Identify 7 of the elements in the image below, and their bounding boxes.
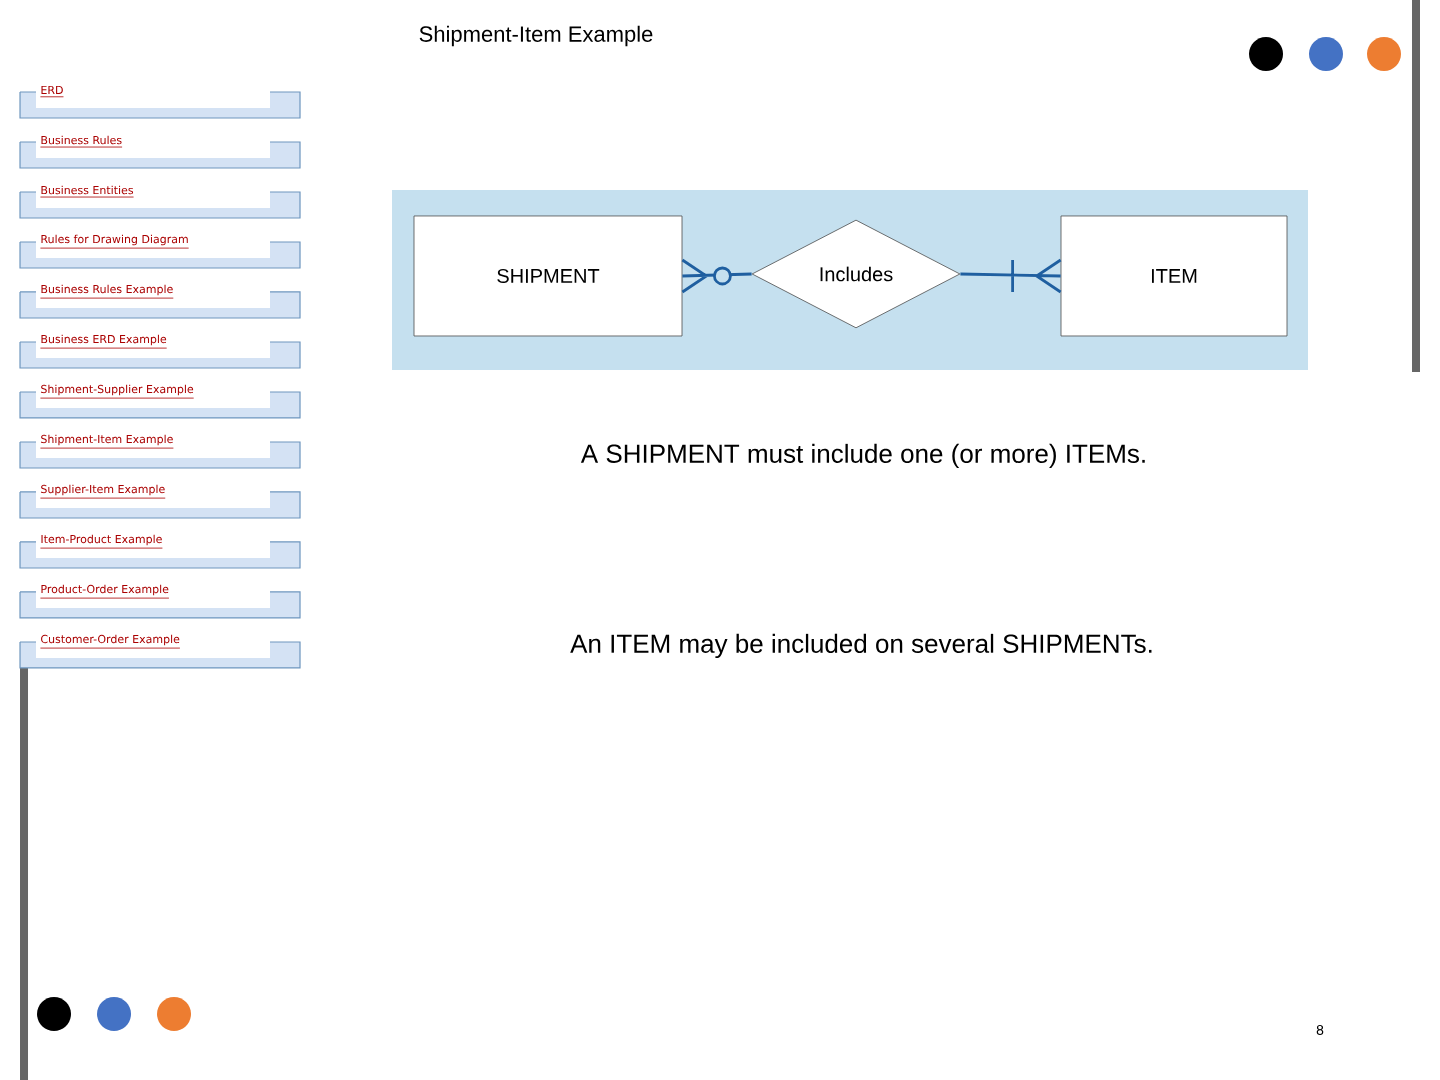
entity-box: ITEM [1060, 215, 1288, 337]
entity-box: SHIPMENT [413, 215, 683, 337]
statement: An ITEM may be included on several SHIPMENTs. [570, 633, 1152, 659]
relationship-line [959, 258, 1062, 294]
title: Shipment-Item Example [419, 25, 653, 47]
statement: A SHIPMENT must include one (or more) ITEMs. [580, 443, 1145, 469]
relationship-line [681, 258, 753, 294]
